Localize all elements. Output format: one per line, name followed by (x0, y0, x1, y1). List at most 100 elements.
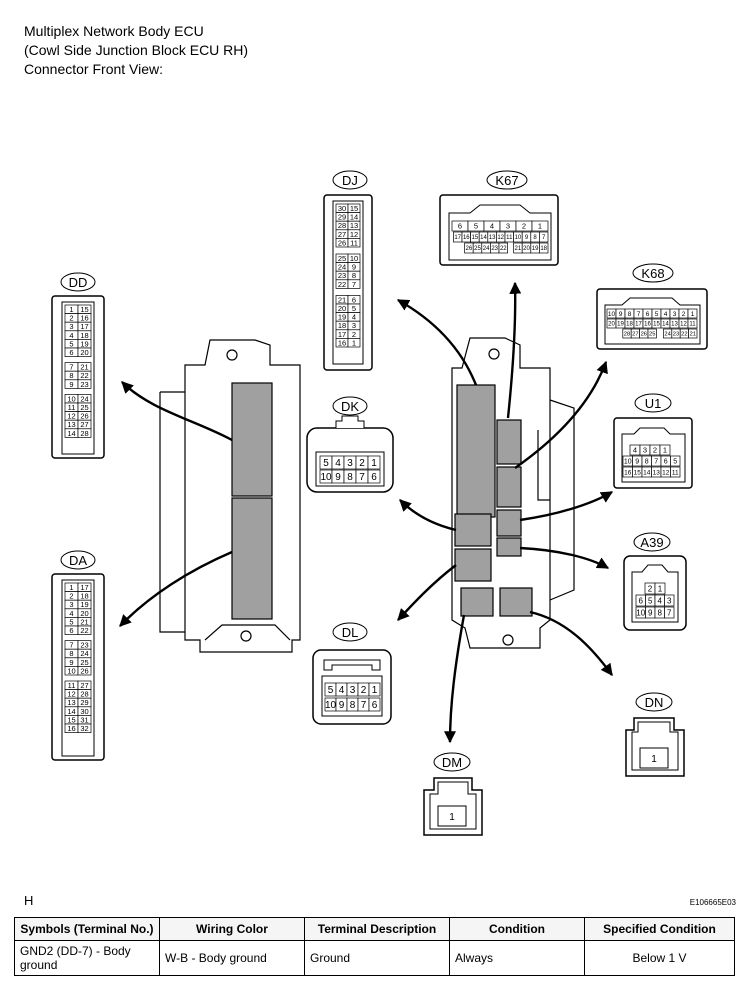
pin-number: 26 (466, 246, 473, 252)
connector-dn-label: DN (645, 695, 664, 710)
pin-number: 13 (67, 698, 75, 707)
pin-number: 4 (633, 446, 637, 455)
pin-number: 26 (338, 238, 346, 247)
pin-number: 21 (80, 617, 88, 626)
title-line-1: Multiplex Network Body ECU (24, 23, 204, 39)
pin-number: 10 (515, 235, 522, 241)
arrow-dk (399, 499, 457, 532)
pin-number: 6 (372, 700, 378, 711)
pin-number: 27 (80, 420, 88, 429)
pin-number: 15 (472, 235, 479, 241)
pin-number: 24 (338, 263, 346, 272)
table-row: GND2 (DD-7) - Body ground W-B - Body gro… (14, 940, 735, 976)
pin-cell (368, 697, 381, 712)
arrow-k67 (506, 281, 522, 419)
pin-number: 23 (673, 332, 679, 338)
title-line-3: Connector Front View: (24, 61, 164, 77)
pin-cell (687, 318, 698, 329)
pin-number: 6 (458, 222, 462, 231)
pin-cell (654, 582, 666, 595)
header-terminal-description: Terminal Description (304, 917, 450, 941)
pin-number: 28 (80, 690, 88, 699)
pin-number: 10 (320, 472, 332, 483)
pin-number: 27 (632, 332, 638, 338)
pin-number: 3 (69, 600, 73, 609)
pin-cell (367, 469, 381, 484)
pin-cell (347, 238, 361, 248)
pin-number: 13 (489, 235, 496, 241)
pin-number: 24 (80, 394, 88, 403)
pin-number: 10 (636, 608, 645, 617)
pin-number: 24 (80, 649, 88, 658)
pin-number: 7 (654, 459, 658, 466)
pin-number: 31 (80, 715, 88, 724)
pin-number: 18 (626, 322, 633, 328)
connector-dj-label: DJ (342, 173, 358, 188)
pin-number: 19 (80, 339, 88, 348)
arrow-dj (396, 298, 478, 386)
pin-number: 24 (664, 332, 671, 338)
arrow-dm (444, 614, 466, 744)
pin-number: 3 (643, 446, 647, 455)
pin-cell (77, 723, 92, 733)
pin-number: 8 (350, 700, 356, 711)
pin-number: 7 (361, 700, 367, 711)
pin-number: 20 (80, 609, 88, 618)
pin-number: 4 (339, 685, 345, 696)
pin-cell (664, 594, 675, 607)
pin-number: 16 (338, 338, 346, 347)
pin-number: 14 (67, 429, 75, 438)
pin-number: 13 (653, 469, 661, 476)
cell-symbols: GND2 (DD-7) - Body ground (14, 940, 160, 976)
pin-cell (368, 682, 381, 697)
pin-number: 13 (67, 420, 75, 429)
pin-number: 12 (350, 230, 358, 239)
pin-number: 4 (664, 311, 668, 318)
header-condition: Condition (449, 917, 585, 941)
pin-number: 1 (691, 311, 695, 318)
pin-cell (77, 428, 92, 438)
pin-cell (539, 231, 549, 243)
pin-number: 23 (338, 271, 346, 280)
pin-number: 29 (338, 213, 346, 222)
pin-number: 16 (624, 469, 632, 476)
pin-number: 28 (338, 221, 346, 230)
pin-cell (498, 242, 508, 254)
pin-cell (77, 666, 92, 676)
pin-number: 23 (80, 380, 88, 389)
figure-id: H (24, 893, 34, 908)
arrow-da (119, 550, 233, 627)
pin-number: 13 (350, 221, 358, 230)
pin-number: 4 (658, 596, 663, 605)
pin-number: 22 (80, 626, 88, 635)
pin-number: 19 (338, 313, 346, 322)
pin-number: 14 (67, 707, 75, 716)
pin-number: 24 (483, 246, 490, 252)
pin-number: 5 (69, 339, 73, 348)
cell-wiring-color: W-B - Body ground (159, 940, 305, 976)
pin-number: 21 (515, 246, 522, 252)
pin-number: 10 (325, 700, 337, 711)
pin-cell (539, 242, 549, 254)
pin-number: 22 (500, 246, 507, 252)
pin-number: 23 (491, 246, 498, 252)
pin-number: 8 (645, 459, 649, 466)
title-line-2: (Cowl Side Junction Block ECU RH) (24, 42, 249, 58)
pin-number: 20 (608, 322, 615, 328)
pin-number: 21 (690, 332, 696, 338)
pin-number: 3 (352, 321, 356, 330)
pin-number: 11 (672, 469, 679, 476)
pin-number: 11 (689, 322, 696, 328)
connector-da-label: DA (69, 553, 87, 568)
pin-number: 6 (639, 596, 644, 605)
pin-number: 11 (350, 238, 358, 247)
